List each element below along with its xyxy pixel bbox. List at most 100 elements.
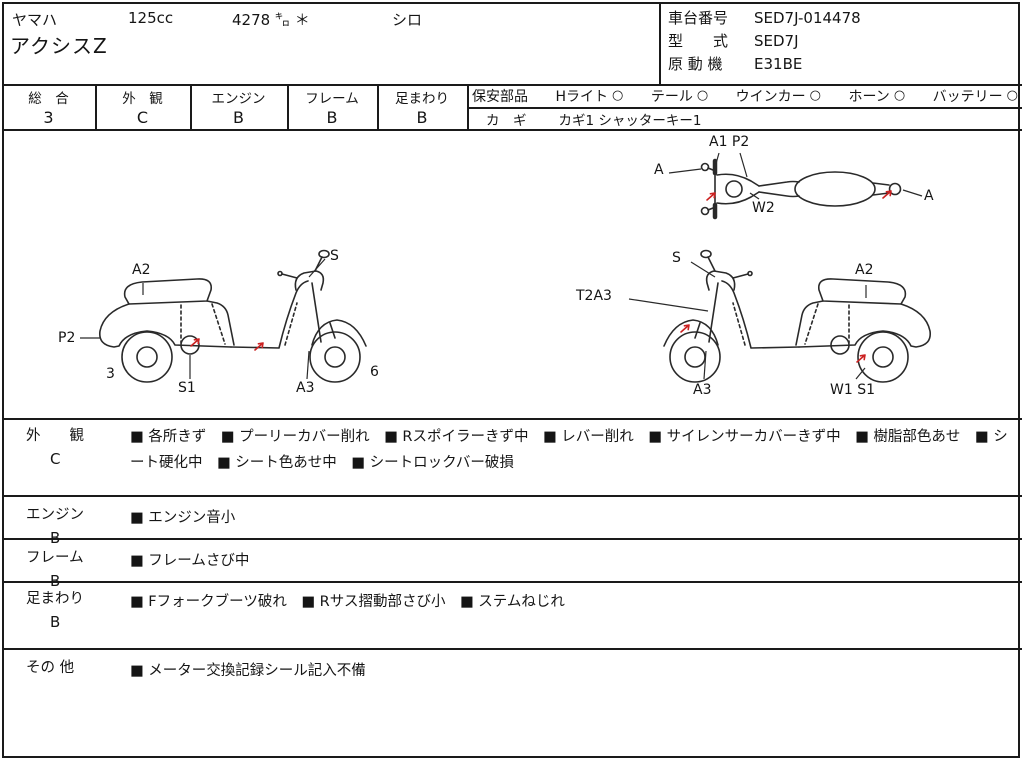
grade-exterior: 外 観 C <box>95 84 190 129</box>
grade-engine-value: B <box>233 107 244 127</box>
displacement: 125cc <box>128 9 174 27</box>
note-text-exterior: ■ 各所きず ■ プーリーカバー削れ ■ Rスポイラーきず中 ■ レバー削れ ■… <box>130 429 1008 471</box>
label-s1-left: S1 <box>178 380 196 396</box>
sheet-border <box>2 2 1020 758</box>
key-value: カギ1 シャッターキー1 <box>558 113 702 129</box>
divider-line <box>2 495 1022 497</box>
note-section-name: 外 観 <box>26 428 84 444</box>
label-w1s1-right: W1 S1 <box>830 382 875 398</box>
safety-item-label: テール <box>650 88 693 105</box>
mileage: 4278 ㌔ ＊ <box>232 11 310 29</box>
defect-arrow <box>706 192 716 201</box>
note-section-grade: B <box>50 529 61 547</box>
divider-line <box>2 418 1022 420</box>
label-a2-left: A2 <box>132 262 151 278</box>
safety-item-winker: ウインカー○ <box>736 86 821 106</box>
note-label-frame: フレーム B <box>26 546 126 590</box>
safety-item-label: Hライト <box>555 88 609 105</box>
note-label-engine: エンジン B <box>26 503 126 547</box>
note-text-undercarriage: ■ Fフォークブーツ破れ ■ Rサス摺動部さび小 ■ ステムねじれ <box>130 594 565 610</box>
damage-diagram <box>80 152 932 383</box>
divider-line <box>2 581 1022 583</box>
note-text-other: ■ メーター交換記録シール記入不備 <box>130 663 366 679</box>
defect-arrow <box>882 190 892 199</box>
safety-item-horn: ホーン○ <box>849 86 906 106</box>
ok-circle-mark: ○ <box>809 88 822 103</box>
divider-line <box>467 107 1022 109</box>
label-a2-right: A2 <box>855 262 874 278</box>
note-section-grade: C <box>50 450 61 468</box>
note-label-other: その 他 <box>26 656 126 682</box>
divider-line <box>190 84 192 129</box>
grade-undercarriage-label: 足まわり <box>395 90 449 107</box>
grade-exterior-label: 外 観 <box>122 90 163 107</box>
model-code-value: SED7J <box>754 32 799 50</box>
note-section-name: フレーム <box>26 550 84 566</box>
model-code-label: 型 式 <box>668 32 729 50</box>
keys-row: カ ギ カギ1 シャッターキー1 <box>486 109 701 129</box>
label-a3-left: A3 <box>296 380 315 396</box>
grade-engine: エンジン B <box>190 84 287 129</box>
label-tread-front: 6 <box>370 364 379 380</box>
divider-line <box>2 84 1022 86</box>
chassis-number-row: 車台番号 SED7J-014478 <box>668 7 861 28</box>
note-text-engine: ■ エンジン音小 <box>130 510 236 526</box>
key-label: カ ギ <box>486 113 527 129</box>
label-s-right: S <box>672 250 681 266</box>
label-a-top-left: A <box>654 162 664 178</box>
label-t2a3-right: T2A3 <box>576 288 612 304</box>
label-a-top-right: A <box>924 188 934 204</box>
chassis-number-value: SED7J-014478 <box>754 9 861 27</box>
note-section-grade: B <box>50 613 61 631</box>
note-section-name: その 他 <box>26 660 75 676</box>
model-code-row: 型 式 SED7J <box>668 30 799 51</box>
safety-item-battery: バッテリー○ <box>933 86 1018 106</box>
engine-code-row: 原 動 機 E31BE <box>668 53 802 74</box>
grade-overall-label: 総 合 <box>28 90 69 107</box>
label-p2-left: P2 <box>58 330 76 346</box>
safety-item-label: ウインカー <box>735 88 806 105</box>
divider-line <box>467 84 469 129</box>
engine-code-label: 原 動 機 <box>668 55 723 73</box>
scooter-top-view <box>702 161 901 217</box>
defect-arrow <box>680 324 690 333</box>
label-s-left: S <box>330 248 339 264</box>
divider-line <box>95 84 97 129</box>
label-a3-right: A3 <box>693 382 712 398</box>
safety-item-label: バッテリー <box>932 88 1003 105</box>
grade-engine-label: エンジン <box>211 90 266 107</box>
safety-item-taillight: テール○ <box>651 86 708 106</box>
safety-parts-row: 保安部品 Hライト○ テール○ ウインカー○ ホーン○ バッテリー○ <box>472 85 1018 106</box>
ok-circle-mark: ○ <box>612 88 624 103</box>
chassis-number-label: 車台番号 <box>668 9 729 27</box>
maker-name: ヤマハ <box>12 11 58 29</box>
note-section-name: 足まわり <box>26 591 84 607</box>
grade-undercarriage-value: B <box>416 107 428 127</box>
note-section-grade: B <box>50 572 61 590</box>
note-section-name: エンジン <box>26 507 84 523</box>
ok-circle-mark: ○ <box>893 88 906 103</box>
safety-parts-title: 保安部品 <box>472 88 528 105</box>
grade-frame-value: B <box>326 107 338 127</box>
defect-arrow <box>254 342 264 351</box>
ok-circle-mark: ○ <box>696 88 709 103</box>
divider-line <box>2 648 1022 650</box>
grade-frame-label: フレーム <box>305 90 359 107</box>
grade-overall: 総 合 3 <box>2 84 95 129</box>
leader-lines <box>80 152 923 380</box>
engine-code-value: E31BE <box>754 55 803 73</box>
divider-line <box>2 129 1022 131</box>
note-text-frame: ■ フレームさび中 <box>130 553 250 569</box>
grade-exterior-value: C <box>136 107 149 127</box>
safety-item-label: ホーン <box>848 88 890 105</box>
label-tread-rear: 3 <box>106 366 115 382</box>
divider-line <box>377 84 379 129</box>
body-color: シロ <box>392 11 423 29</box>
ok-circle-mark: ○ <box>1006 88 1018 103</box>
label-a1p2-top: A1 P2 <box>709 134 750 150</box>
note-label-undercarriage: 足まわり B <box>26 587 126 631</box>
divider-line <box>2 538 1022 540</box>
label-w2-top: W2 <box>752 200 775 216</box>
safety-item-headlight: Hライト○ <box>555 86 623 106</box>
